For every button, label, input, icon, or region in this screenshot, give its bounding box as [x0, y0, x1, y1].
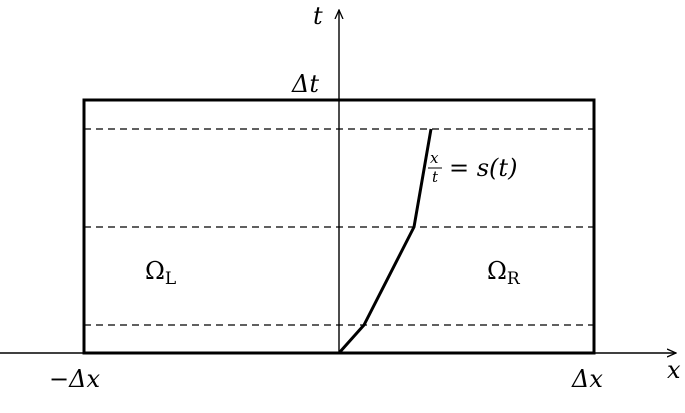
- shock-frac-denominator: t: [432, 168, 439, 186]
- t-axis-label: t: [313, 2, 323, 30]
- shock-curve: [337, 128, 433, 354]
- shock-equation: x t = s(t): [428, 149, 517, 186]
- shock-equation-rhs: = s(t): [449, 154, 517, 182]
- delta-x-label: Δx: [571, 365, 603, 393]
- omega-left-label: ΩL: [145, 257, 176, 289]
- omega-right-label: ΩR: [487, 257, 521, 289]
- neg-delta-x-label: −Δx: [49, 365, 100, 393]
- delta-t-label: Δt: [291, 70, 319, 98]
- x-axis-label: x: [667, 356, 681, 384]
- shock-frac-numerator: x: [430, 149, 439, 167]
